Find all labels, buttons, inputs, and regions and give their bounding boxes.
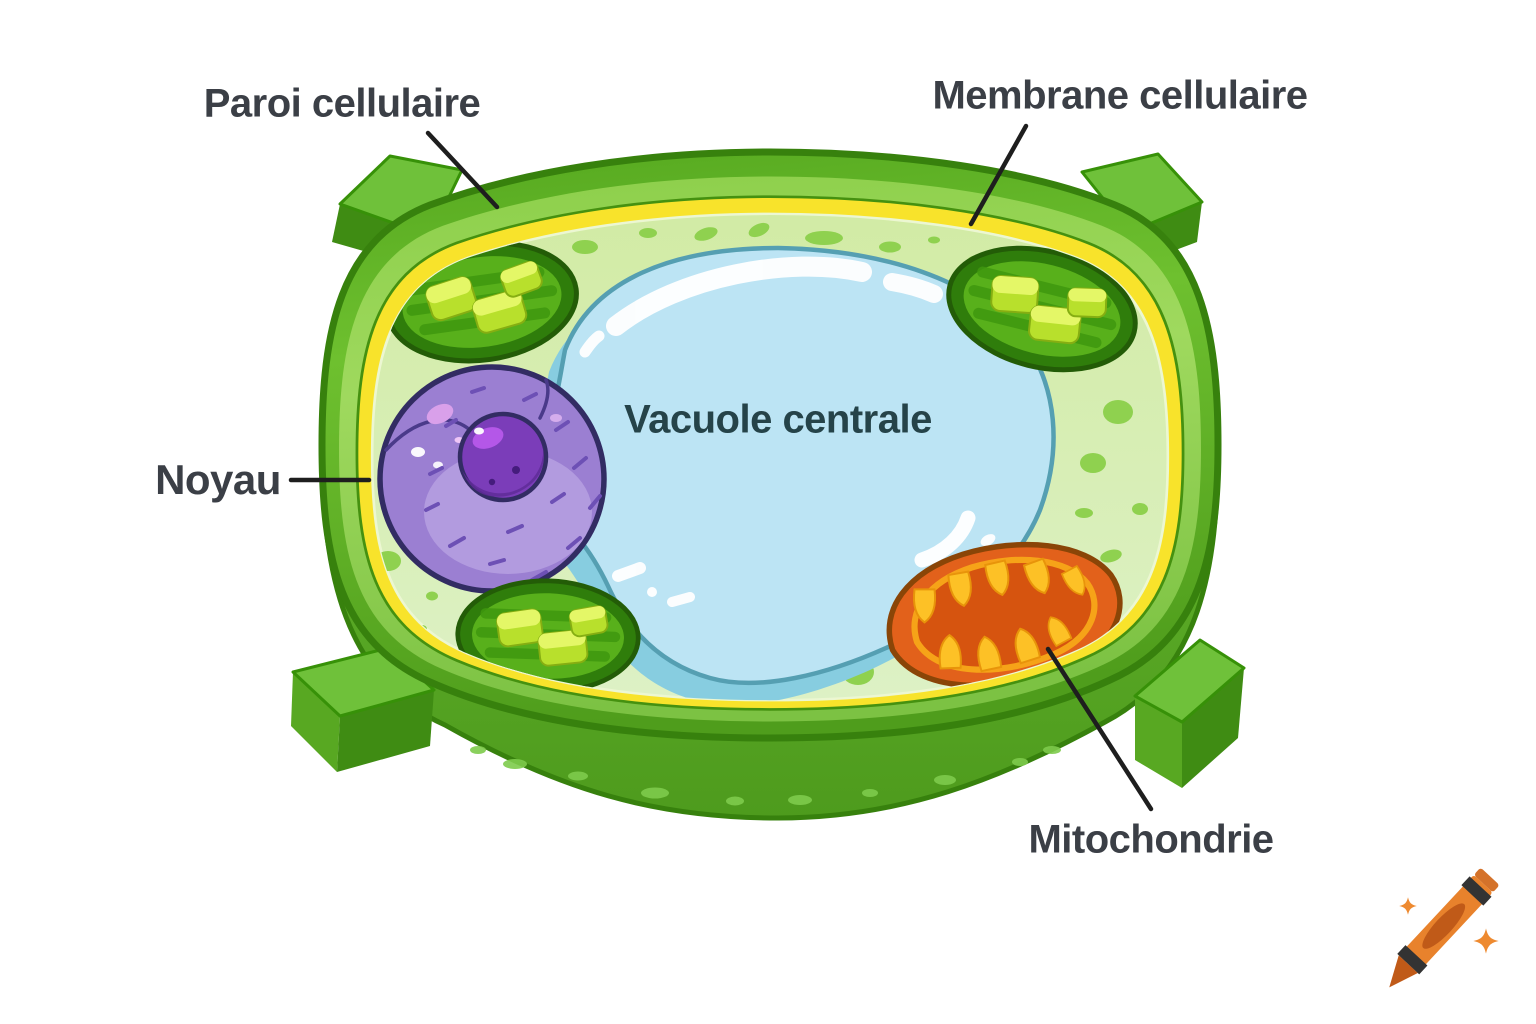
leader-line-cell-wall: [425, 130, 500, 210]
label-central-vacuole: Vacuole centrale: [624, 397, 932, 442]
label-nucleus: Noyau: [155, 456, 281, 503]
corner-block-bottom-right: [1133, 638, 1246, 788]
label-cell-wall: Paroi cellulaire: [203, 81, 481, 126]
nucleolus: [457, 411, 549, 503]
sparkle-icon: [1399, 897, 1417, 915]
label-mitochondrion: Mitochondrie: [1028, 817, 1274, 862]
leader-line-cell-membrane: [968, 123, 1029, 227]
crayon-icon: [1389, 868, 1499, 988]
nucleus-chromatin-dashes: [424, 386, 602, 582]
label-cell-membrane: Membrane cellulaire: [932, 73, 1308, 118]
vacuole-highlights: [579, 256, 976, 607]
leader-line-mitochondrion: [1045, 646, 1154, 812]
nucleus: [377, 364, 607, 594]
nucleus-glints: [411, 403, 562, 469]
sparkle-icon: [1473, 928, 1499, 954]
vacuole-highlight-dots: [647, 534, 996, 597]
front-face-spots: [470, 746, 1061, 806]
nucleus-fold-line: [538, 378, 550, 420]
